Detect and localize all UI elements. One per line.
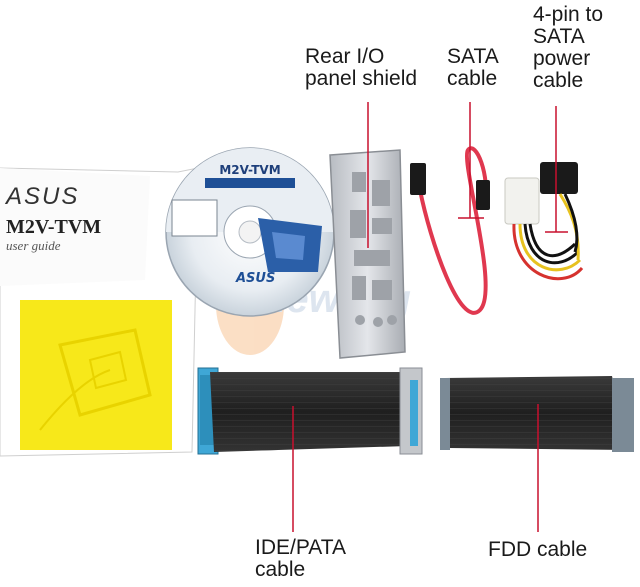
sata-label: SATA cable — [447, 45, 499, 90]
cd-model: M2V-TVM — [219, 163, 280, 177]
sata-connector-a — [410, 163, 426, 195]
sata-connector-b — [476, 180, 490, 210]
ide-label: IDE/PATA cable — [255, 536, 347, 581]
fdd-connector — [440, 378, 450, 450]
driver-cd: M2V-TVM ASUS — [165, 147, 335, 317]
fdd-label: FDD cable — [488, 538, 588, 561]
molex-connector — [504, 177, 540, 225]
sata-power-label: 4-pin to SATA power cable — [533, 3, 604, 92]
fdd-cable — [440, 376, 634, 452]
rear-io-shield — [329, 149, 406, 359]
sata-power-connector — [540, 162, 578, 194]
sata-cable — [410, 146, 490, 315]
fdd-connector-right — [612, 378, 634, 452]
pointer-lines — [292, 102, 568, 532]
ide-cable — [197, 367, 423, 455]
sata-power-cable — [504, 162, 584, 281]
manual-model: M2V-TVM — [6, 216, 101, 238]
manual-board-sketch-icon — [58, 328, 152, 417]
manual-subtitle: user guide — [6, 238, 61, 253]
cd-brand: ASUS — [235, 271, 275, 286]
user-guide-manual: ASUS M2V-TVM user guide — [0, 167, 199, 457]
manual-brand: ASUS — [4, 183, 79, 210]
cd-sticker — [171, 199, 218, 237]
rear-io-label: Rear I/O panel shield — [305, 45, 418, 90]
